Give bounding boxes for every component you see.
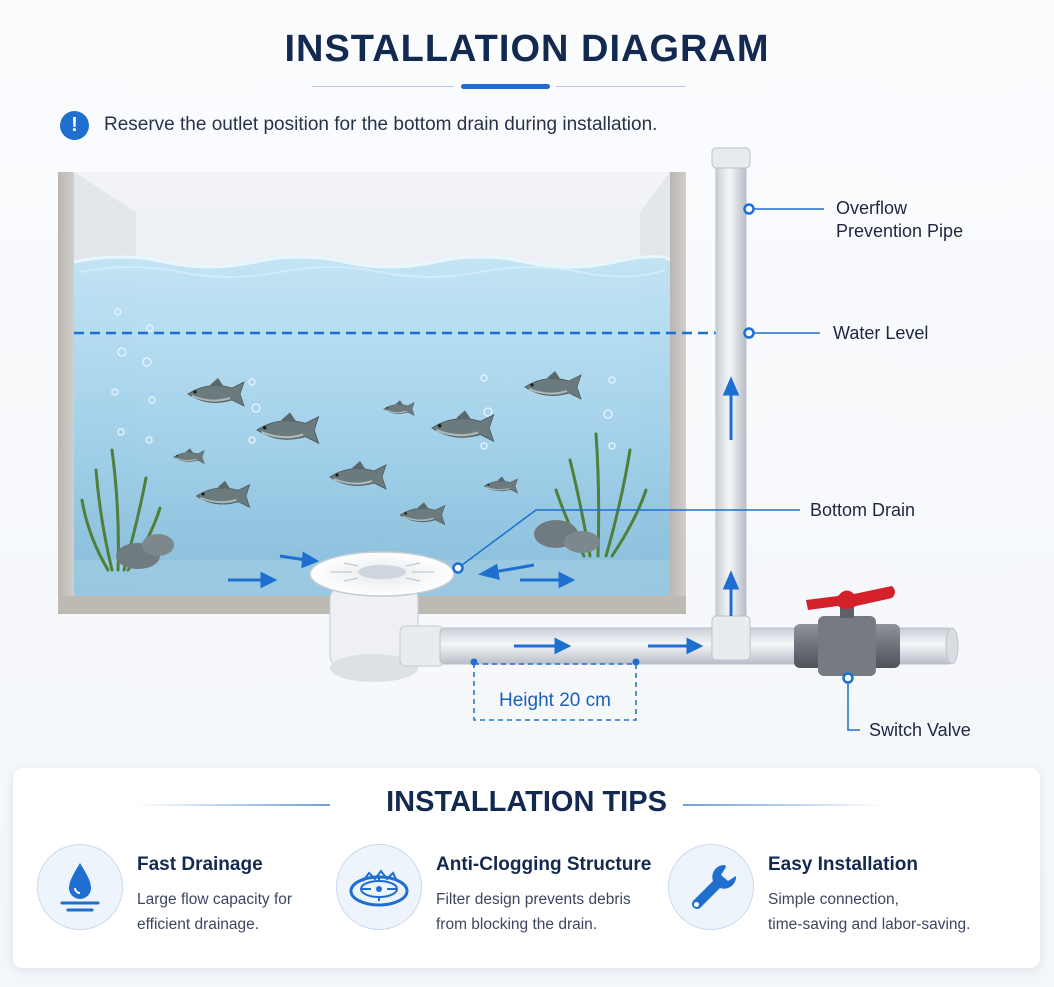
tips-title: INSTALLATION TIPS: [386, 786, 667, 818]
notice-text: Reserve the outlet position for the bott…: [104, 114, 658, 135]
tank-water: [74, 256, 670, 596]
drain-body-bottom: [330, 654, 418, 682]
height-label: Height 20 cm: [499, 690, 611, 711]
tips-rule-right: [683, 804, 883, 806]
tip-line: Simple connection,: [768, 891, 899, 908]
fish: [173, 448, 205, 465]
tip-title: Fast Drainage: [137, 854, 263, 875]
fish: [524, 371, 582, 400]
tip-line: Large flow capacity for: [137, 891, 293, 908]
tank-top-inner-edge: [74, 172, 670, 212]
tee-fitting: [711, 615, 751, 661]
tip-line: from blocking the drain.: [436, 916, 598, 933]
drain-outlet-coupling: [399, 625, 445, 667]
callout-overflow-line1: Overflow: [836, 198, 908, 218]
fish: [256, 412, 320, 445]
installation-notice: ! Reserve the outlet position for the bo…: [60, 110, 657, 140]
title-rule-right: [556, 86, 686, 87]
valve-handle-icon: [806, 586, 895, 610]
callout-water-level: Water Level: [833, 323, 929, 343]
tank-flow-arrows: [228, 551, 576, 589]
callout-bottom-drain: Bottom Drain: [810, 500, 916, 520]
fish: [483, 476, 519, 494]
tip-line: efficient drainage.: [137, 916, 260, 933]
title-rule-left: [312, 86, 454, 87]
fish: [329, 461, 387, 490]
fish-group: [173, 371, 582, 526]
exclamation-icon: !: [60, 110, 89, 140]
bubbles: [111, 308, 616, 450]
drain-filter-icon: [336, 844, 422, 930]
tip-description: Simple connection, time-saving and labor…: [768, 887, 1018, 937]
tip-line: time-saving and labor-saving.: [768, 916, 971, 933]
rocks: [116, 520, 600, 569]
callout-overflow-line2: Prevention Pipe: [836, 221, 964, 241]
tips-rule-left: [135, 804, 330, 806]
pipe-end: [945, 627, 959, 665]
pipe-flow-arrows: [514, 376, 740, 655]
tip-description: Filter design prevents debris from block…: [436, 887, 686, 937]
height-dot-right: [632, 658, 640, 666]
fish: [195, 480, 251, 509]
fish: [383, 400, 415, 417]
height-dot-left: [470, 658, 478, 666]
callout-switch-valve: Switch Valve: [869, 720, 971, 740]
callout-leaders: [457, 208, 860, 731]
switch-valve-center: [818, 616, 876, 676]
tip-title: Easy Installation: [768, 854, 918, 875]
height-dimension-box: [473, 663, 637, 721]
fish: [399, 502, 446, 526]
water-drop-icon: [37, 844, 123, 930]
title-accent-bar: [461, 84, 550, 89]
drain-cover-slots: [330, 562, 434, 582]
overflow-pipe-cap: [711, 147, 751, 169]
water-surface: [73, 255, 671, 269]
drain-cover-center: [358, 565, 406, 579]
installation-diagram: [58, 147, 959, 731]
water-ripple: [79, 266, 666, 278]
tip-description: Large flow capacity for efficient draina…: [137, 887, 387, 937]
callout-dots: [452, 203, 854, 684]
wrench-icon: [668, 844, 754, 930]
tip-title: Anti-Clogging Structure: [436, 854, 652, 875]
installation-tips-card: INSTALLATION TIPS Fast Drainage Large fl…: [13, 768, 1040, 968]
tank-wall-left: [58, 172, 74, 614]
tip-line: Filter design prevents debris: [436, 891, 631, 908]
tank-wall-right: [670, 172, 686, 614]
fish: [431, 410, 495, 443]
callout-overflow-pipe: Overflow Prevention Pipe: [836, 197, 963, 243]
fish: [187, 378, 245, 407]
page-title: INSTALLATION DIAGRAM: [284, 28, 770, 70]
